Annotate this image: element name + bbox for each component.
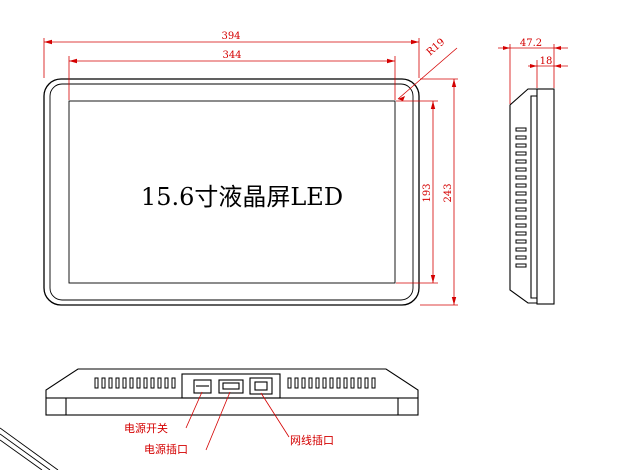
bottom-view xyxy=(45,368,419,416)
bottom-vents-left xyxy=(94,377,176,389)
screen-label: 15.6寸液晶屏LED xyxy=(141,183,343,211)
dim-inner-height-label: 193 xyxy=(422,183,433,202)
dim-inner-height xyxy=(396,100,438,284)
callout-leaders xyxy=(185,391,290,451)
side-step xyxy=(530,95,537,299)
dim-inner-width xyxy=(68,56,396,100)
dim-inner-width-label: 344 xyxy=(222,50,241,61)
cable-fragment xyxy=(0,427,59,470)
front-view: 15.6寸液晶屏LED xyxy=(43,78,420,306)
bottom-housing xyxy=(45,368,419,398)
dim-outer-width xyxy=(43,38,420,78)
bottom-vents-right xyxy=(287,377,376,389)
side-rear-plate xyxy=(536,88,555,305)
dim-outer-height-label: 243 xyxy=(443,183,454,202)
power-switch-port xyxy=(193,379,212,394)
side-view xyxy=(509,88,555,305)
front-screen-area xyxy=(68,100,396,284)
side-vents xyxy=(515,127,527,268)
dim-radius-label: R19 xyxy=(425,37,448,59)
callout-power-switch: 电源开关 xyxy=(124,421,168,435)
dim-total-depth-label: 47.2 xyxy=(520,38,542,49)
power-socket-port xyxy=(218,379,244,394)
bottom-port-panel xyxy=(181,373,281,399)
callout-power-socket: 电源插口 xyxy=(144,442,188,456)
dim-outer-width-label: 394 xyxy=(221,31,240,42)
dim-total-depth xyxy=(498,44,568,104)
network-port xyxy=(249,377,273,395)
dim-radius xyxy=(397,47,458,101)
dim-rear-depth-label: 18 xyxy=(540,56,553,67)
dim-outer-height xyxy=(420,78,458,306)
side-housing xyxy=(509,88,537,304)
bottom-bezel xyxy=(45,397,419,416)
front-bezel-outer xyxy=(43,78,420,306)
callout-network-port: 网线插口 xyxy=(290,433,334,447)
dim-rear-depth xyxy=(528,60,568,88)
front-bezel-inner xyxy=(49,83,414,301)
